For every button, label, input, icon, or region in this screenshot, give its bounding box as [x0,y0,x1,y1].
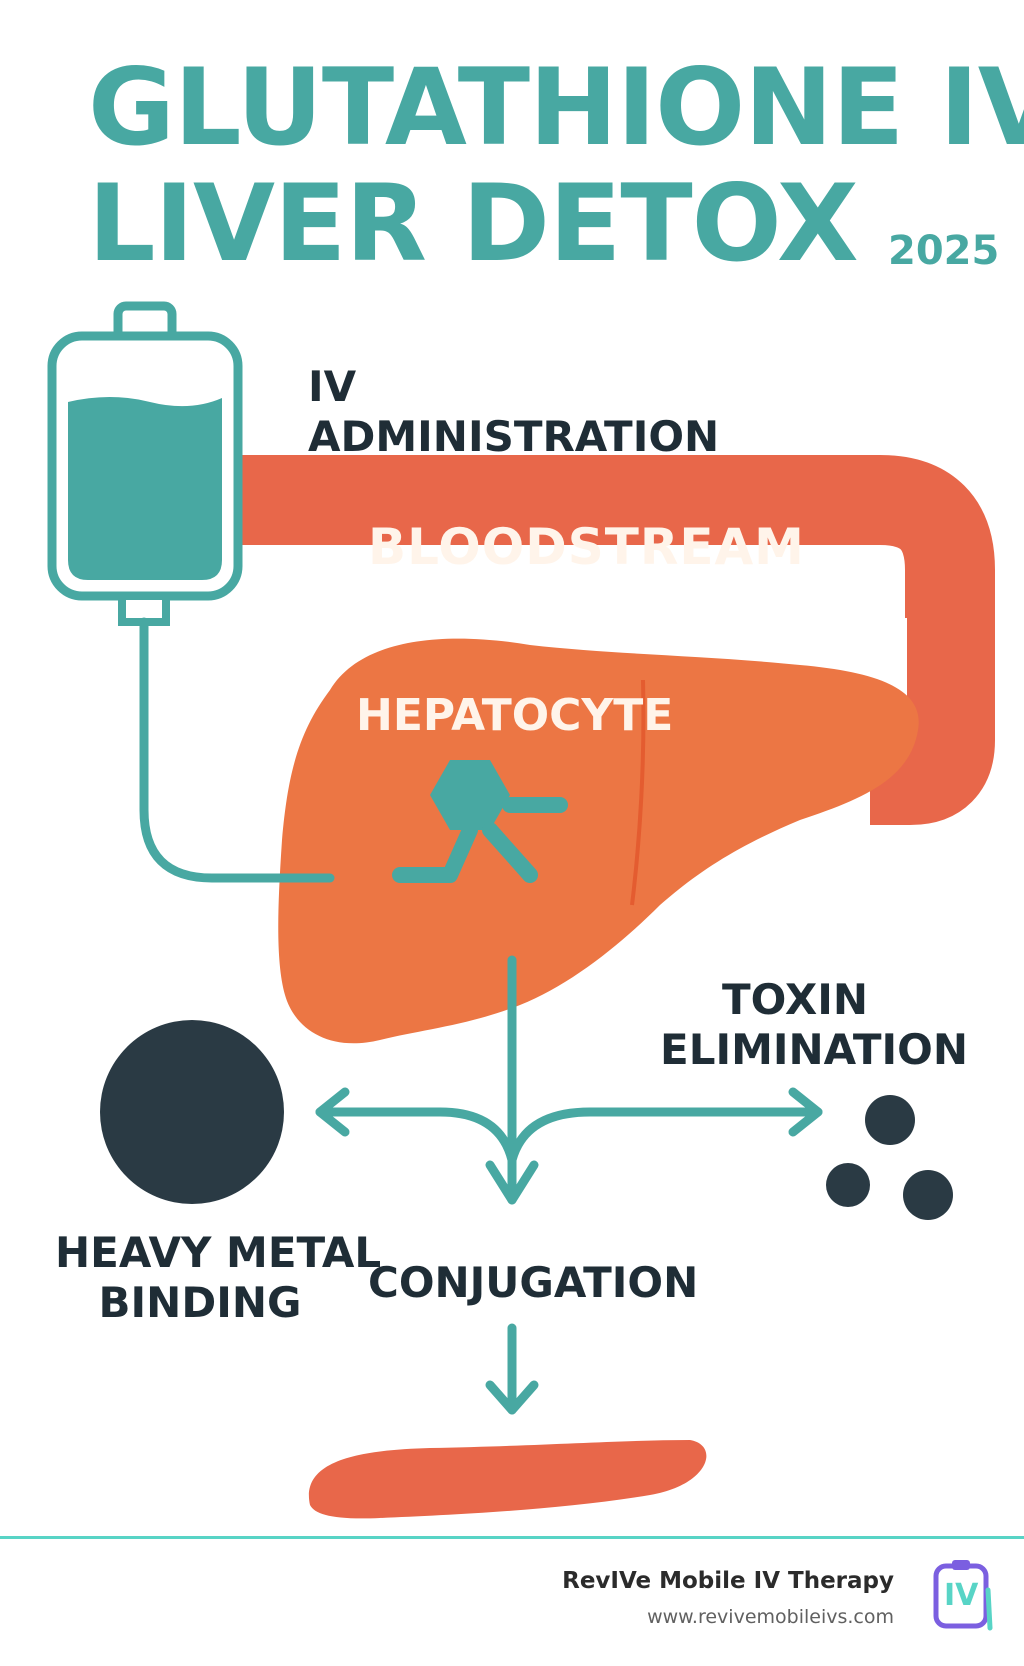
toxin-elimination-label: TOXIN ELIMINATION [660,975,969,1075]
glutathione-molecule-icon [392,760,568,883]
bloodstream-label: BLOODSTREAM [368,518,805,576]
page-title: GLUTATHIONE IV LIVER DETOX [88,50,1024,282]
year-label: 2025 [888,228,1000,274]
toxin-label-line-1: TOXIN [721,975,868,1024]
footer-divider [0,1536,1024,1539]
conjugation-label: CONJUGATION [368,1258,699,1307]
branch-arrows [315,955,823,1415]
brand-url[interactable]: www.revivemobileivs.com [647,1606,894,1628]
heavy-metal-icon [100,1020,284,1204]
toxin-particles-icon [826,1095,953,1220]
iv-bag-icon [47,301,335,883]
iv-administration-label: IV ADMINISTRATION [308,362,719,462]
metal-label-line-2: BINDING [98,1278,302,1327]
metal-label-line-1: HEAVY METAL [55,1228,382,1277]
title-line-2: LIVER DETOX [88,162,859,285]
liver-shape [278,638,919,1044]
title-line-1: GLUTATHIONE IV [88,46,1024,169]
heavy-metal-binding-label: HEAVY METAL BINDING [55,1228,382,1328]
toxin-label-line-2: ELIMINATION [660,1025,969,1074]
hepatocyte-label: HEPATOCYTE [356,690,674,741]
iv-label-line-2: ADMINISTRATION [308,412,720,461]
brand-logo-icon [933,1560,993,1631]
brand-name: RevIVe Mobile IV Therapy [562,1568,894,1594]
eliminated-output-shape [308,1440,707,1519]
brand-logo-text: IV [944,1578,979,1613]
iv-label-line-1: IV [308,362,357,411]
